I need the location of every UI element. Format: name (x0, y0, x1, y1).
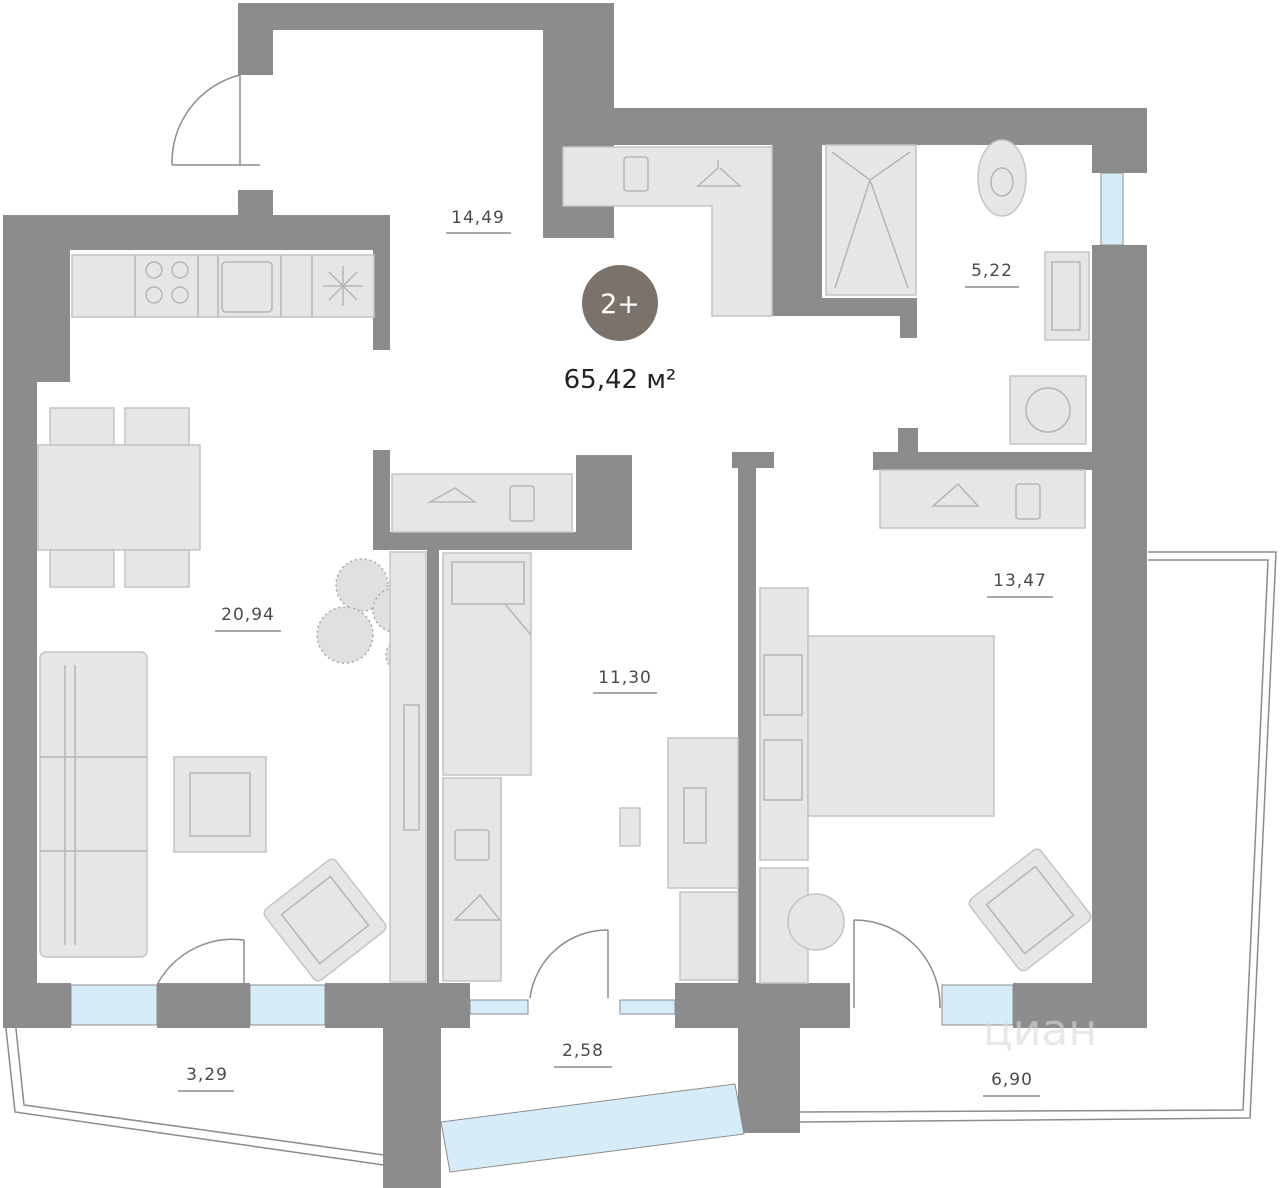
furniture (37, 139, 1092, 984)
area-label-bathroom: 5,22 (971, 261, 1013, 281)
tv-unit (389, 551, 427, 983)
walls (3, 3, 1147, 1188)
hanger-icon (696, 160, 742, 187)
area-label-living-kitchen: 20,94 (221, 605, 275, 625)
area-label-bedroom-small: 11,30 (598, 668, 652, 688)
sink-icon (221, 261, 273, 313)
cabinet (679, 891, 739, 981)
window-6 (1100, 172, 1124, 246)
hall-closet (562, 146, 773, 317)
doors (157, 74, 941, 1009)
armchair (968, 848, 1092, 972)
plant-icon (316, 558, 419, 672)
area-label-balcony-middle: 2,58 (562, 1041, 604, 1061)
chair (49, 549, 115, 588)
chair (124, 407, 190, 446)
window-2 (249, 984, 326, 1026)
room-labels: 14,49 5,22 20,94 11,30 13,47 3,29 2,58 6… (178, 208, 1053, 1097)
desk-chair (619, 807, 641, 847)
hanger-icon (931, 482, 980, 507)
dining-table (37, 444, 201, 551)
wardrobe (879, 469, 1086, 529)
desk (667, 737, 739, 889)
shirt-icon (1015, 483, 1041, 520)
room-count-text: 2+ (600, 289, 640, 320)
tv-icon (403, 704, 420, 831)
nightstand-column (759, 587, 809, 861)
balcony-outlines (3, 551, 1277, 1166)
toilet-icon (977, 139, 1027, 217)
window-7 (440, 1083, 745, 1173)
hanger-icon (453, 893, 502, 921)
shirt-icon (623, 156, 649, 192)
area-label-balcony-right: 6,90 (991, 1070, 1033, 1090)
area-label-balcony-left: 3,29 (186, 1065, 228, 1085)
washing-machine (1009, 375, 1087, 445)
snowflake-icon (323, 266, 363, 306)
watermark: циан (983, 1005, 1097, 1056)
area-label-bedroom-large: 13,47 (993, 571, 1047, 591)
keyboard-icon (683, 787, 707, 844)
double-bed (807, 635, 995, 817)
armchair (263, 858, 387, 982)
stool (787, 893, 845, 951)
hanger-icon (427, 487, 478, 503)
window-4 (619, 999, 676, 1015)
sofa (39, 651, 148, 958)
room-count-badge: 2+ (582, 265, 658, 341)
single-bed (442, 552, 532, 776)
wardrobe (391, 473, 573, 533)
shirt-icon (454, 829, 490, 861)
window-5 (941, 984, 1014, 1026)
area-label-hall: 14,49 (451, 208, 505, 228)
chair (124, 549, 190, 588)
stove-icon (145, 261, 189, 304)
total-area: 65,42 м² (564, 365, 677, 395)
chair (49, 407, 115, 446)
coffee-table (173, 756, 267, 853)
kitchen-counter (71, 254, 375, 318)
window-1 (70, 984, 158, 1026)
windows (70, 172, 1124, 1173)
window-3 (469, 999, 529, 1015)
shirt-icon (509, 485, 535, 522)
wardrobe (442, 777, 502, 982)
dresser (759, 867, 809, 984)
